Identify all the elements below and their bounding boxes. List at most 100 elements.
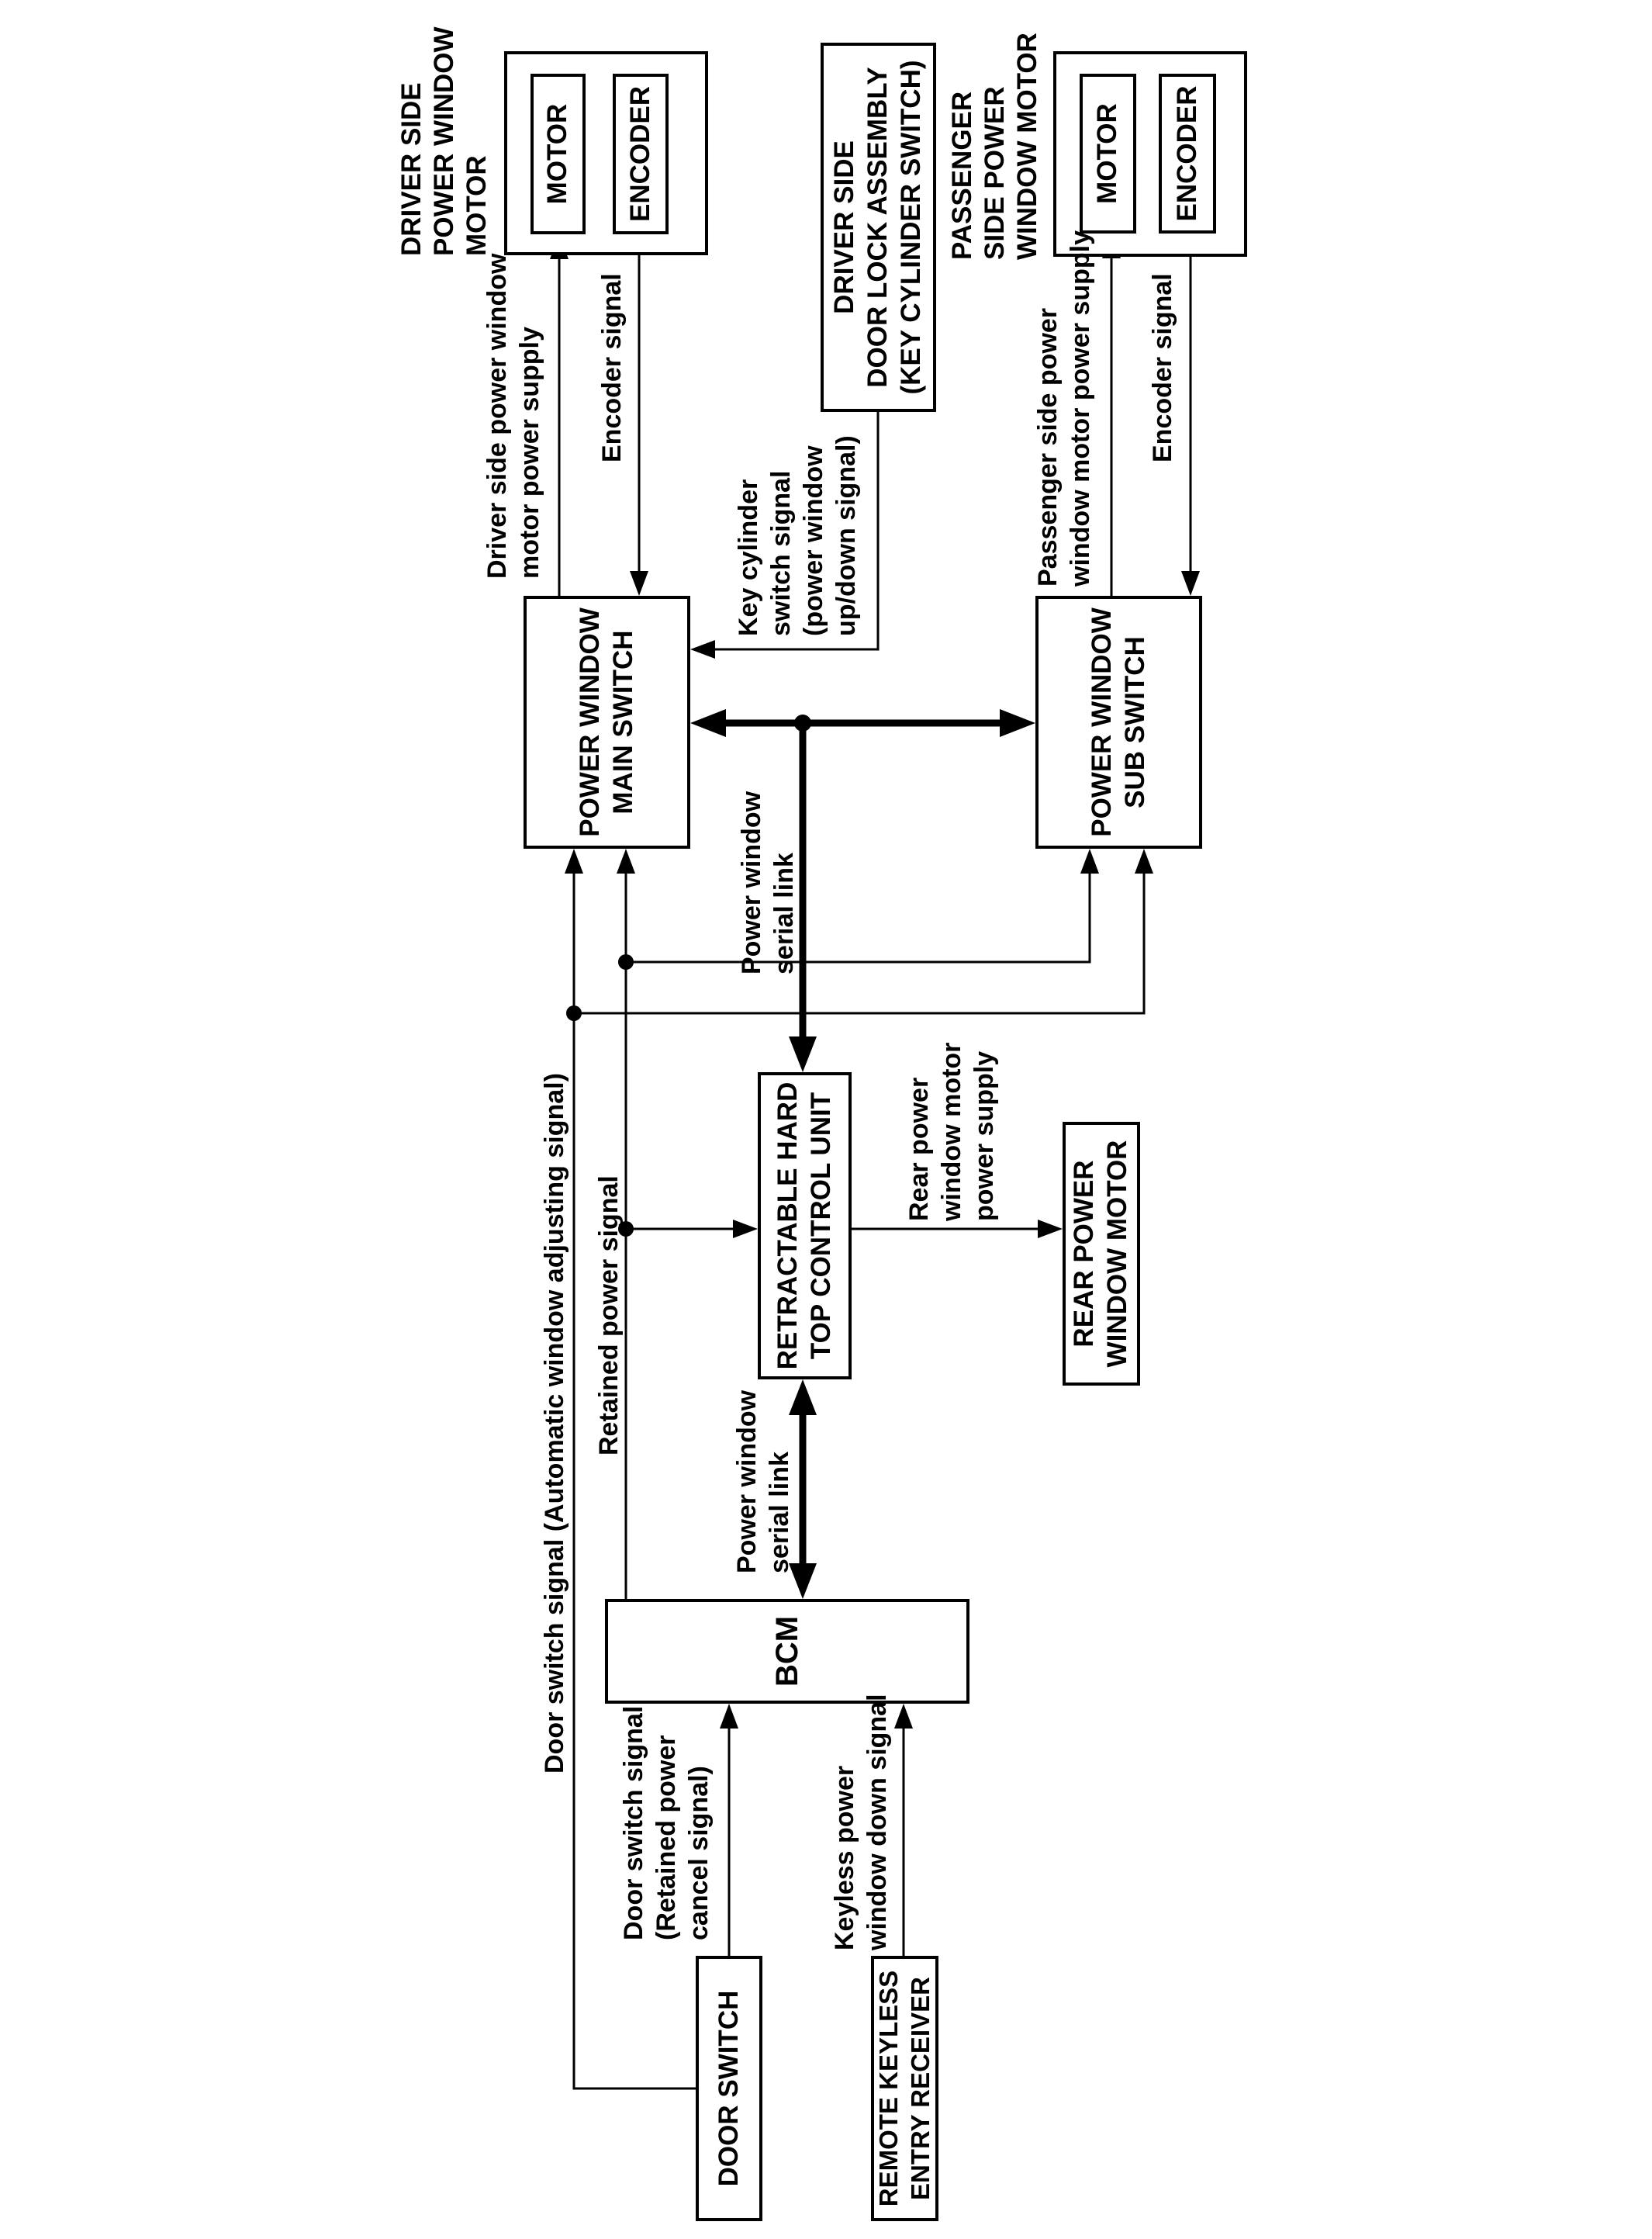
door-lock-assembly-box: DRIVER SIDE DOOR LOCK ASSEMBLY (KEY CYLI… [821,43,936,412]
label-line: Encoder signal [597,273,627,462]
arrow-serial-into-rht-left [789,1379,817,1415]
passenger-motor-assembly-caption: PASSENGER SIDE POWER WINDOW MOTOR [946,33,1044,260]
passenger-encoder-label: ENCODER [1171,85,1202,222]
label-line: power supply [969,1050,999,1221]
arrow-serial-into-main [690,709,726,737]
door-lock-line3: (KEY CYLINDER SWITCH) [895,60,926,395]
thin-wires [558,234,1192,2090]
driver-encoder-box: ENCODER [613,74,669,234]
label-line: (Retained power [651,1735,681,1940]
label-line: Retained power signal [594,1175,624,1455]
main-switch-line1: POWER WINDOW [574,607,605,837]
door-switch-label: DOOR SWITCH [713,1990,744,2187]
keyless-line1: REMOTE KEYLESS [874,1970,904,2207]
label-line: switch signal [766,470,796,637]
arrow-serial-into-rht-right [789,1036,817,1072]
caption-line: DRIVER SIDE [396,82,427,256]
label-line: window motor [937,1042,966,1221]
arrow-serial-into-sub [1000,709,1035,737]
keyless-line2: ENTRY RECEIVER [905,1977,935,2200]
label-line: Passenger side power [1033,307,1063,587]
wire-door-switch-auto-sub-branch [574,866,1146,1015]
label-driver-encoder: Encoder signal [596,273,628,462]
label-serial-link-bcm: Power window serial link [731,1390,796,1573]
remote-keyless-entry-receiver-box: REMOTE KEYLESS ENTRY RECEIVER [871,1956,938,2221]
label-key-cylinder: Key cylinder switch signal (power window… [732,435,862,636]
label-line: motor power supply [515,327,544,579]
arrow-key-cylinder-into-main [690,640,715,659]
junction-door-sub [566,1005,582,1021]
label-line: window down signal [862,1694,892,1950]
arrow-door-into-sub [1135,849,1153,874]
label-door-switch-cancel: Door switch signal (Retained power cance… [617,1706,715,1940]
label-line: Door switch signal [619,1705,648,1940]
junction-retained-rht [618,1221,634,1237]
junction-serial-t [794,715,811,732]
power-window-main-switch-box: POWER WINDOW MAIN SWITCH [524,596,690,849]
arrow-retained-into-rht [733,1220,758,1238]
label-line: serial link [769,853,799,974]
label-passenger-encoder: Encoder signal [1146,273,1179,462]
rear-motor-line2: WINDOW MOTOR [1102,1140,1132,1368]
label-line: Power window [732,1389,762,1573]
arrow-into-sub-switch-right [1181,571,1200,596]
door-lock-line2: DOOR LOCK ASSEMBLY [862,67,893,388]
bcm-label: BCM [769,1615,804,1687]
driver-motor-box: MOTOR [531,74,586,234]
retractable-hard-top-control-unit-box: RETRACTABLE HARD TOP CONTROL UNIT [758,1072,852,1379]
arrow-door-into-bcm [720,1704,738,1729]
arrowheads [550,234,1200,1729]
bcm-box: BCM [605,1599,969,1704]
label-line: (power window [799,445,828,636]
caption-line: POWER WINDOW [429,26,459,256]
passenger-motor-box: MOTOR [1080,74,1136,234]
arrow-retained-into-sub [1080,849,1099,874]
label-door-switch-auto: Door switch signal (Automatic window adj… [538,1073,571,1774]
arrow-keyless-into-bcm [894,1704,913,1729]
door-switch-box: DOOR SWITCH [696,1956,762,2221]
label-line: Keyless power [830,1765,859,1950]
rht-line2: TOP CONTROL UNIT [805,1092,836,1360]
main-switch-line2: MAIN SWITCH [607,630,638,815]
wire-door-switch-auto [572,866,696,2090]
label-passenger-supply: Passenger side power window motor power … [1032,230,1097,587]
label-line: Rear power [904,1077,934,1221]
wire-key-cylinder-signal [706,412,880,651]
rear-motor-line1: REAR POWER [1069,1160,1100,1348]
label-line: Driver side power window [482,253,512,579]
label-line: Door switch signal (Automatic window adj… [540,1073,569,1774]
label-line: up/down signal) [831,435,861,636]
caption-line: PASSENGER [947,91,977,260]
rear-power-window-motor-box: REAR POWER WINDOW MOTOR [1063,1122,1140,1386]
driver-motor-label: MOTOR [542,103,573,205]
caption-line: SIDE POWER [980,86,1010,260]
door-lock-line1: DRIVER SIDE [829,140,860,314]
driver-motor-assembly-caption: DRIVER SIDE POWER WINDOW MOTOR [396,26,493,256]
arrow-supply-into-rear-motor [1038,1220,1063,1238]
arrow-retained-into-main [617,849,635,874]
label-keyless-down: Keyless power window down signal [828,1694,893,1950]
power-window-sub-switch-box: POWER WINDOW SUB SWITCH [1035,596,1202,849]
label-line: window motor power supply [1066,230,1095,587]
label-rear-supply: Rear power window motor power supply [903,1043,1001,1221]
passenger-motor-label: MOTOR [1092,103,1123,204]
label-line: Key cylinder [734,479,763,636]
label-line: Power window [737,791,766,974]
caption-line: WINDOW MOTOR [1012,33,1042,260]
arrow-serial-into-bcm [789,1563,817,1599]
label-line: Encoder signal [1148,273,1177,462]
sub-switch-line1: POWER WINDOW [1086,607,1117,837]
driver-encoder-label: ENCODER [624,85,655,223]
arrow-into-main-switch-right [630,571,648,596]
label-retained-power: Retained power signal [593,1175,625,1455]
thick-wires [703,719,1024,1583]
passenger-encoder-box: ENCODER [1159,74,1216,234]
label-line: serial link [765,1452,794,1573]
wire-retained-power-sub-branch [626,866,1091,964]
caption-line: MOTOR [461,155,492,256]
rht-line1: RETRACTABLE HARD [772,1081,803,1370]
label-serial-link-main: Power window serial link [735,791,800,974]
